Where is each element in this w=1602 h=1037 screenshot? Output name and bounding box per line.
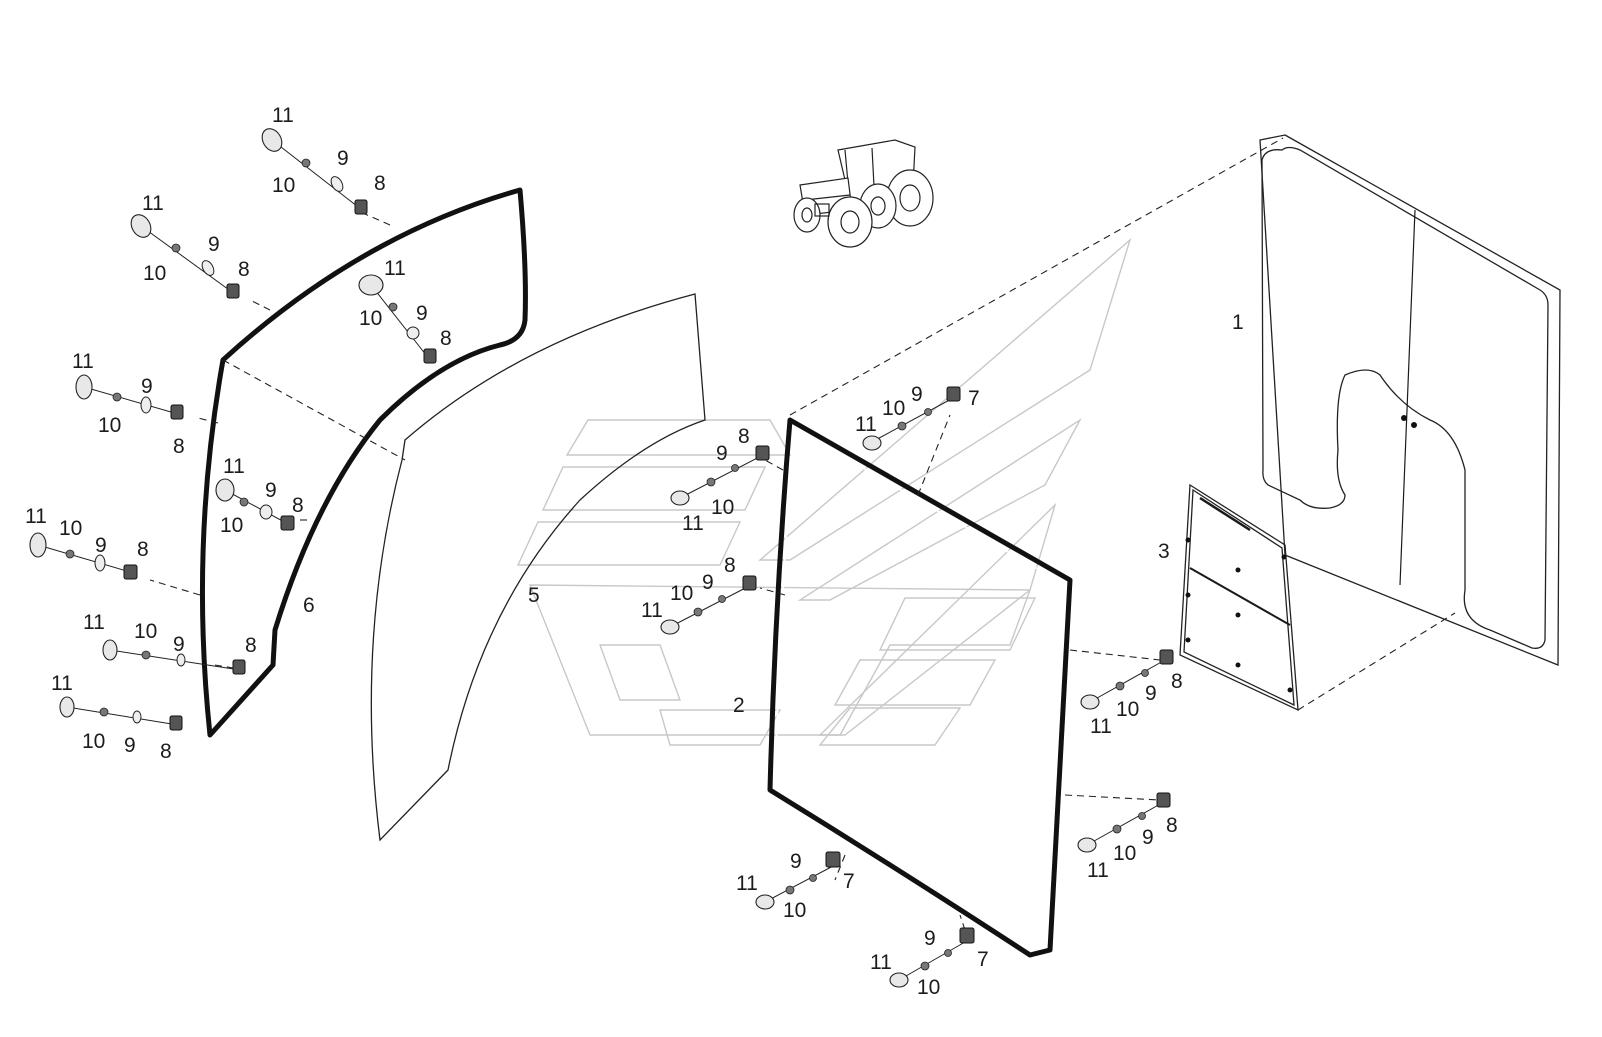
callout-10: 10 <box>272 174 295 197</box>
callout-9: 9 <box>265 479 277 502</box>
callout-10: 10 <box>711 496 734 519</box>
callout-9: 9 <box>1145 682 1157 705</box>
callout-11: 11 <box>272 104 294 127</box>
callout-10: 10 <box>220 514 243 537</box>
callout-3: 3 <box>1158 540 1170 563</box>
callout-9: 9 <box>790 850 802 873</box>
callout-9: 9 <box>924 927 936 950</box>
front-window-frame <box>767 417 1073 958</box>
callout-11: 11 <box>83 611 105 634</box>
callout-8: 8 <box>724 554 736 577</box>
callout-8: 8 <box>245 634 257 657</box>
fastener-stack-b <box>130 214 240 299</box>
fastener-stack-a <box>261 128 368 215</box>
tractor-icon <box>793 139 934 248</box>
callout-9: 9 <box>416 302 428 325</box>
callout-11: 11 <box>72 350 94 373</box>
callout-11: 11 <box>51 672 73 695</box>
callout-11: 11 <box>384 257 406 280</box>
callout-10: 10 <box>1116 698 1139 721</box>
callout-11: 11 <box>1090 715 1112 738</box>
callout-9: 9 <box>208 233 220 256</box>
callout-10: 10 <box>359 307 382 330</box>
callout-9: 9 <box>95 534 107 557</box>
rear-window <box>1259 134 1561 666</box>
fastener-stack-d <box>75 374 184 420</box>
callout-2: 2 <box>733 694 745 717</box>
callout-10: 10 <box>98 414 121 437</box>
callout-9: 9 <box>1142 826 1154 849</box>
fastener-stacks <box>29 128 1174 988</box>
callout-9: 9 <box>141 375 153 398</box>
fastener-stack-n <box>755 851 841 910</box>
callout-9: 9 <box>911 383 923 406</box>
callout-8: 8 <box>738 425 750 448</box>
callout-11: 11 <box>682 512 704 535</box>
callout-9: 9 <box>337 147 349 170</box>
callout-11: 11 <box>736 872 758 895</box>
callout-8: 8 <box>238 258 250 281</box>
callout-11: 11 <box>1087 859 1109 882</box>
callout-11: 11 <box>142 192 164 215</box>
fastener-stack-e <box>215 478 295 531</box>
callout-11: 11 <box>25 505 47 528</box>
fastener-stack-i <box>862 386 961 451</box>
callout-10: 10 <box>82 730 105 753</box>
alignment-lines <box>149 137 1456 931</box>
callout-7: 7 <box>977 948 989 971</box>
callout-10: 10 <box>882 397 905 420</box>
callout-8: 8 <box>1166 814 1178 837</box>
callout-10: 10 <box>917 976 940 999</box>
callout-9: 9 <box>716 442 728 465</box>
callout-8: 8 <box>374 172 386 195</box>
fastener-stack-f <box>29 532 138 580</box>
fastener-stack-g <box>102 639 246 675</box>
callout-8: 8 <box>292 494 304 517</box>
fastener-stack-h <box>59 696 183 731</box>
callout-10: 10 <box>670 582 693 605</box>
callout-7: 7 <box>968 387 980 410</box>
callout-9: 9 <box>173 633 185 656</box>
fastener-stack-m <box>1077 792 1171 853</box>
rear-panel <box>1179 483 1299 712</box>
callout-8: 8 <box>160 740 172 763</box>
side-glass <box>370 293 706 842</box>
fastener-stack-l <box>1080 649 1174 710</box>
fastener-stack-c <box>358 274 437 364</box>
callout-10: 10 <box>134 620 157 643</box>
callout-10: 10 <box>143 262 166 285</box>
callout-9: 9 <box>124 734 136 757</box>
callout-10: 10 <box>1113 842 1136 865</box>
callout-1: 1 <box>1232 311 1244 334</box>
fastener-stack-o <box>889 927 975 988</box>
callout-6: 6 <box>303 594 315 617</box>
part-number-callouts: 1 2 3 5 6 11 9 10 8 11 9 10 8 11 9 10 8 … <box>25 104 1244 999</box>
fastener-stack-k <box>660 575 757 635</box>
callout-10: 10 <box>783 899 806 922</box>
callout-5: 5 <box>528 584 540 607</box>
callout-8: 8 <box>173 435 185 458</box>
watermark-logo <box>516 237 1132 746</box>
side-window-frame <box>199 187 528 738</box>
callout-11: 11 <box>870 951 892 974</box>
callout-11: 11 <box>855 413 877 436</box>
callout-11: 11 <box>223 455 245 478</box>
callout-8: 8 <box>440 327 452 350</box>
callout-10: 10 <box>59 517 82 540</box>
callout-8: 8 <box>1171 670 1183 693</box>
callout-7: 7 <box>843 870 855 893</box>
callout-8: 8 <box>137 538 149 561</box>
callout-11: 11 <box>641 599 663 622</box>
fastener-stack-j <box>670 445 770 506</box>
callout-9: 9 <box>702 571 714 594</box>
